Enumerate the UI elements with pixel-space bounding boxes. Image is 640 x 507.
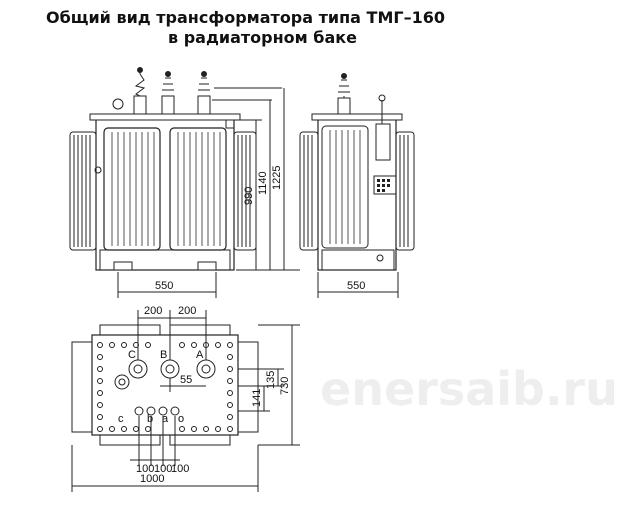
side-width-label: 550 — [347, 280, 365, 292]
dim-label-135: 135 — [265, 371, 277, 389]
side-view: 550 — [299, 73, 415, 298]
dim-label-141: 141 — [251, 389, 263, 407]
height-label-990: 990 — [243, 187, 255, 205]
total-width-label: 1000 — [140, 473, 164, 485]
hv-phase-b: B — [160, 349, 167, 361]
height-label-1140: 1140 — [257, 171, 269, 195]
lv-spacing-2: 100 — [154, 463, 172, 475]
plan-view: C B A 55 c b a o 200 200 100 100 100 — [71, 305, 300, 492]
hv-phase-a: A — [196, 349, 204, 361]
front-width-label: 550 — [155, 280, 173, 292]
title-line-1: Общий вид трансформатора типа ТМГ–160 — [46, 8, 445, 27]
front-view: 550 990 1140 1225 — [69, 67, 300, 298]
spacing-label-right: 200 — [178, 305, 196, 317]
spacing-label-left: 200 — [144, 305, 162, 317]
lv-phase-b: b — [147, 413, 153, 425]
lv-spacing-1: 100 — [136, 463, 154, 475]
lv-spacing-3: 100 — [171, 463, 189, 475]
lv-phase-a: a — [162, 413, 169, 425]
offset-label: 55 — [180, 374, 192, 386]
lv-phase-o: o — [178, 413, 184, 425]
hv-phase-c: C — [128, 349, 136, 361]
hv-bushings — [133, 67, 211, 115]
title-line-2: в радиаторном баке — [168, 28, 357, 47]
dim-label-730: 730 — [279, 377, 291, 395]
lv-phase-c: c — [118, 413, 124, 425]
height-label-1225: 1225 — [271, 166, 283, 190]
watermark: enersaib.ru — [320, 362, 618, 416]
